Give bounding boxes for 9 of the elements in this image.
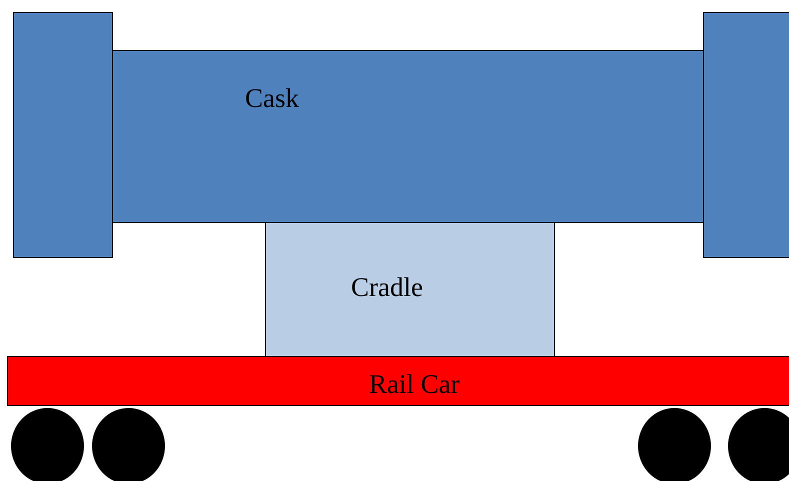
cask-body xyxy=(112,50,704,223)
part-label: Rail Car xyxy=(369,371,460,398)
end-cap xyxy=(13,12,113,258)
part-label: Cask xyxy=(245,85,299,112)
part-label: Cradle xyxy=(351,274,423,301)
end-cap xyxy=(703,12,789,258)
rail-car-deck xyxy=(7,356,789,406)
cradle-block xyxy=(265,222,555,357)
wheel xyxy=(728,408,789,481)
